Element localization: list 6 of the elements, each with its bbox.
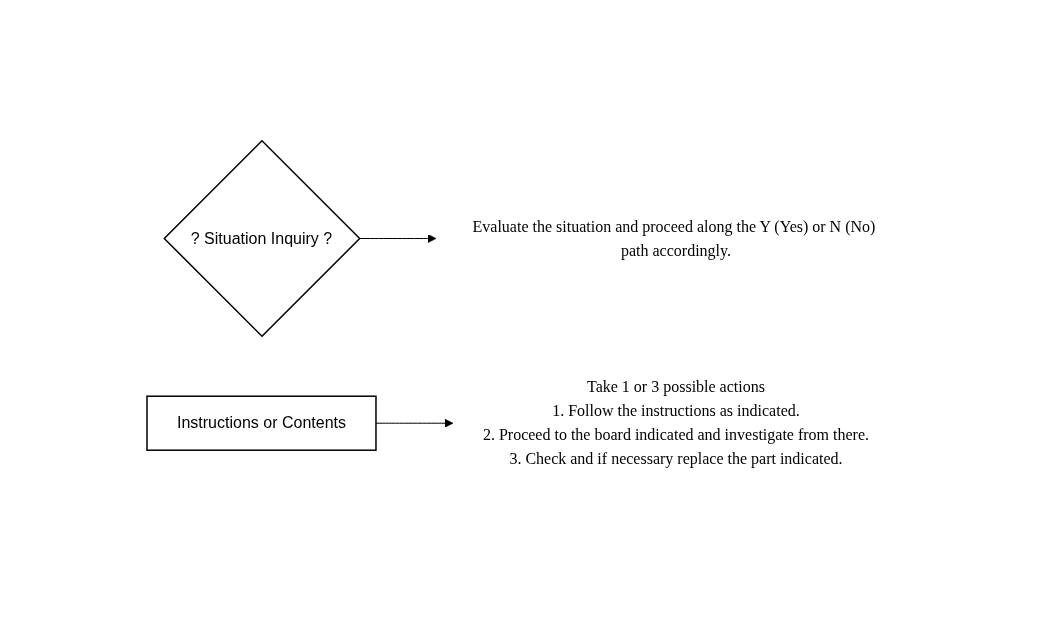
node-text: Take 1 or 3 possible actions 1. Follow the instructions as indicated. 2. Proceed to the board indicated and investigate from there. 3. Check and if necessary replace the part indicated.: [482, 378, 870, 468]
node-text: Evaluate the situation and proceed along the Y (Yes) or N (No) path accordingly.: [472, 217, 876, 259]
node-box: Instructions or Contents: [146, 395, 377, 451]
arrow: [358, 234, 437, 243]
arrow: [375, 418, 454, 428]
node-diamond: ? Situation Inquiry ?: [163, 139, 361, 338]
